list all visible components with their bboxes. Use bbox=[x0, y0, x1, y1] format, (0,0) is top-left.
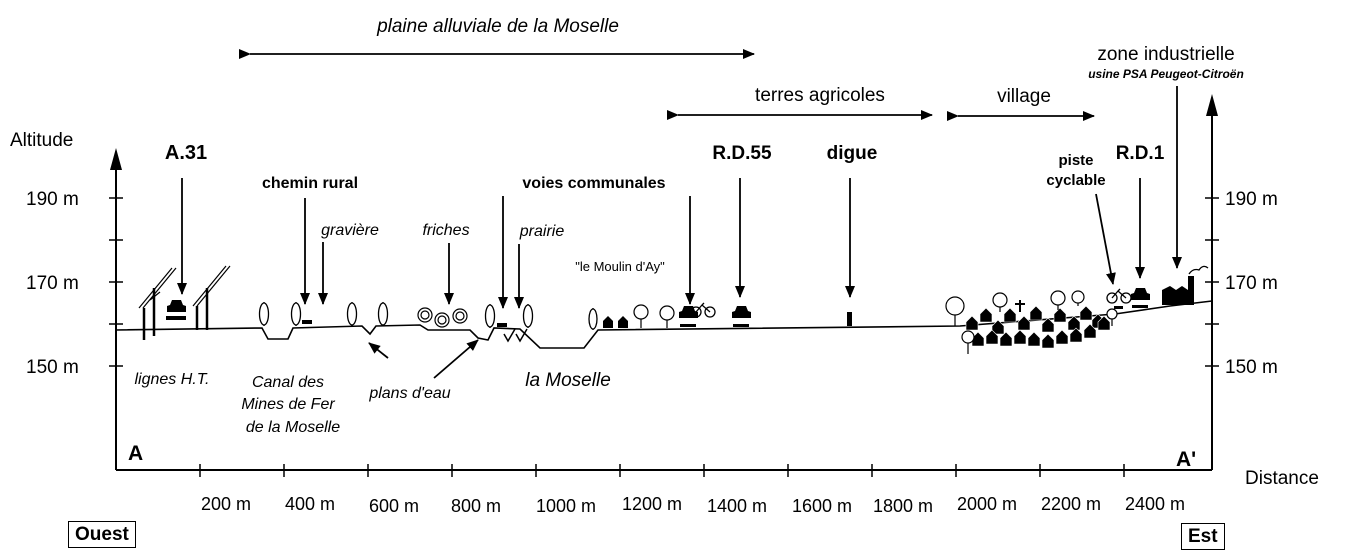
plans-label: plans d'eau bbox=[368, 385, 450, 402]
x-tick-label-2400: 2400 m bbox=[1125, 494, 1185, 514]
poplar-trees-icon bbox=[258, 302, 598, 330]
friches-label: friches bbox=[422, 222, 469, 239]
zone-title: zone industrielle bbox=[1097, 44, 1234, 65]
moselle-label: la Moselle bbox=[525, 370, 611, 391]
west-label: Ouest bbox=[75, 524, 129, 545]
east-label: Est bbox=[1188, 526, 1218, 547]
canal-label-1: Canal des bbox=[252, 374, 324, 391]
village-houses-icon bbox=[965, 305, 1111, 349]
prairie-label: prairie bbox=[519, 223, 565, 240]
point-a-prime-label: A' bbox=[1176, 448, 1196, 471]
a31-label: A.31 bbox=[165, 142, 207, 164]
x-tick-label-1000: 1000 m bbox=[536, 496, 596, 516]
plans-pointer-left bbox=[368, 342, 389, 359]
digue-marker bbox=[847, 312, 852, 326]
power-lines-icon bbox=[138, 265, 231, 340]
piste-pointer bbox=[1095, 193, 1116, 285]
graviere-label: gravière bbox=[321, 222, 379, 239]
x-tick-label-2200: 2200 m bbox=[1041, 494, 1101, 514]
village-label: village bbox=[997, 86, 1051, 107]
piste-marker bbox=[1114, 306, 1123, 309]
car-icon-a31 bbox=[166, 300, 186, 320]
x-tick-label-800: 800 m bbox=[451, 496, 501, 516]
y-tick-label-right-150: 150 m bbox=[1225, 357, 1278, 378]
chemin-marker bbox=[302, 320, 312, 324]
plans-pointer-right bbox=[433, 339, 479, 379]
x-tick-label-1800: 1800 m bbox=[873, 496, 933, 516]
moulin-houses-icon bbox=[603, 316, 628, 328]
zone-subtitle: usine PSA Peugeot-Citroën bbox=[1088, 67, 1244, 81]
y-tick-label-right-190: 190 m bbox=[1225, 189, 1278, 210]
x-tick-label-1600: 1600 m bbox=[792, 496, 852, 516]
canal-label-2: Mines de Fer bbox=[241, 396, 335, 413]
prairie-checkmarks-icon bbox=[503, 328, 528, 343]
x-tick-label-1400: 1400 m bbox=[707, 496, 767, 516]
car-icon-rd55 bbox=[732, 306, 751, 327]
x-tick-label-1200: 1200 m bbox=[622, 494, 682, 514]
x-tick-label-600: 600 m bbox=[369, 496, 419, 516]
agri-label: terres agricoles bbox=[755, 85, 885, 106]
terrain-profile bbox=[115, 300, 1213, 349]
moulin-trees-icon bbox=[633, 304, 675, 328]
piste-label-1: piste bbox=[1058, 152, 1093, 169]
x-tick-label-200: 200 m bbox=[201, 494, 251, 514]
rd1-label: R.D.1 bbox=[1116, 143, 1165, 164]
x-tick-marks bbox=[199, 464, 1125, 477]
lignes-label: lignes H.T. bbox=[135, 371, 210, 388]
x-tick-label-2000: 2000 m bbox=[957, 494, 1017, 514]
right-axis-arrow-icon bbox=[1206, 94, 1218, 116]
left-axis-arrow-icon bbox=[110, 148, 122, 170]
voies-marker bbox=[497, 323, 507, 327]
piste-label-2: cyclable bbox=[1046, 172, 1105, 189]
car-icon-voies bbox=[679, 306, 698, 327]
east-label-box: Est bbox=[1181, 523, 1225, 550]
y-tick-marks bbox=[109, 197, 1219, 367]
x-tick-label-400: 400 m bbox=[285, 494, 335, 514]
church-cross-icon bbox=[1015, 300, 1025, 312]
car-icon-rd1 bbox=[1131, 288, 1150, 308]
bicycle-icon-voies bbox=[690, 302, 716, 318]
voies-label: voies communales bbox=[522, 175, 665, 192]
west-label-box: Ouest bbox=[68, 521, 136, 548]
moulin-label: "le Moulin d'Ay" bbox=[575, 259, 665, 274]
bicycle-icon-piste bbox=[1106, 288, 1132, 304]
y-tick-label-190: 190 m bbox=[26, 189, 79, 210]
x-axis-title: Distance bbox=[1245, 468, 1319, 489]
y-tick-label-150: 150 m bbox=[26, 357, 79, 378]
bushes-icon bbox=[417, 307, 468, 328]
y-axis-title: Altitude bbox=[10, 130, 73, 151]
canal-label-3: de la Moselle bbox=[246, 419, 340, 436]
chemin-label: chemin rural bbox=[262, 175, 358, 192]
village-trees-icon bbox=[945, 290, 1118, 354]
plain-label: plaine alluviale de la Moselle bbox=[376, 16, 619, 37]
point-a-label: A bbox=[128, 442, 143, 465]
y-tick-label-right-170: 170 m bbox=[1225, 273, 1278, 294]
y-tick-label-170: 170 m bbox=[26, 273, 79, 294]
rd55-label: R.D.55 bbox=[712, 143, 772, 164]
factory-icon bbox=[1162, 265, 1209, 305]
digue-label: digue bbox=[827, 143, 878, 164]
